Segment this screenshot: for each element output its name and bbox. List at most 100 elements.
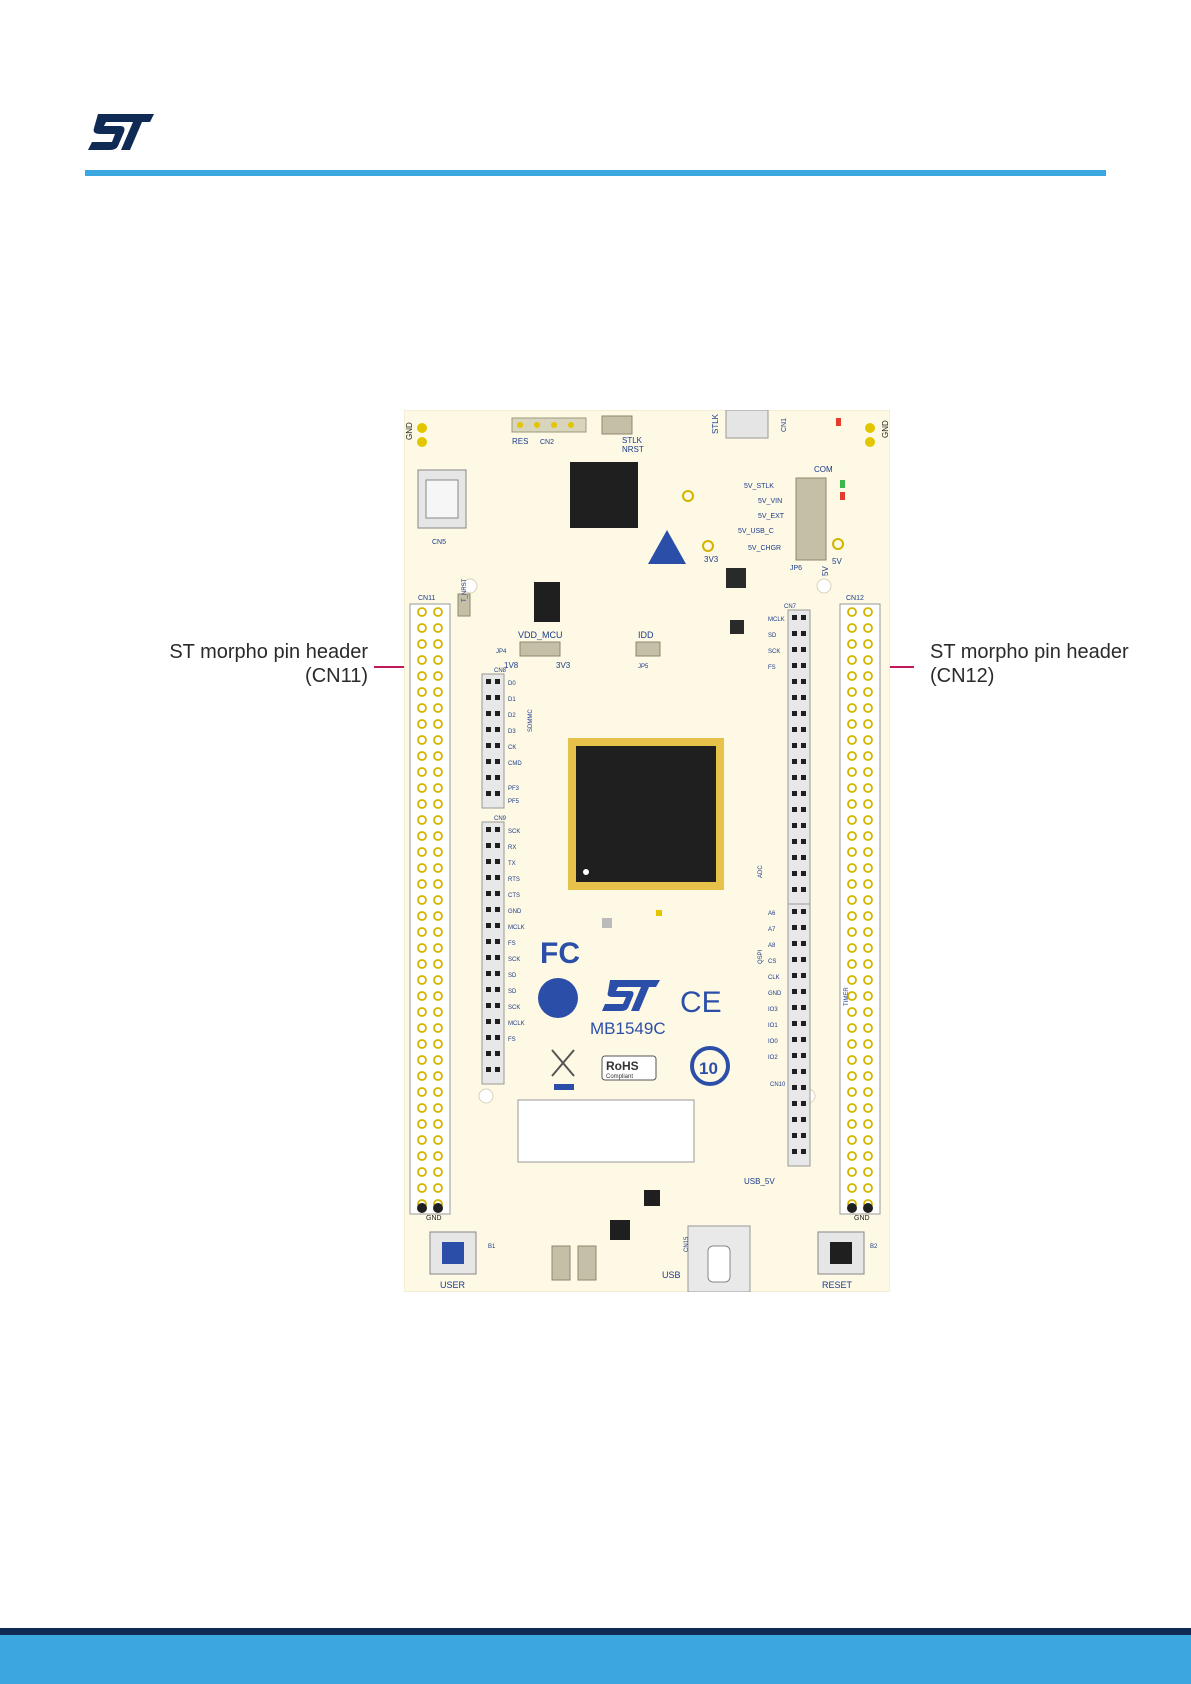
header-pin — [486, 843, 491, 848]
header-pin — [495, 987, 500, 992]
morpho-pin — [863, 943, 873, 953]
cn10-group-timer: TIMER — [844, 987, 850, 1006]
morpho-pin — [863, 1023, 873, 1033]
pin-label: MCLK — [508, 1021, 525, 1027]
morpho-pin — [433, 1055, 443, 1065]
label-5v-side: 5V — [821, 566, 830, 576]
header-pin — [801, 791, 806, 796]
morpho-pin — [847, 1055, 857, 1065]
header-pin — [792, 743, 797, 748]
morpho-pin — [863, 815, 873, 825]
pin-label: D2 — [508, 713, 516, 719]
header-pin — [495, 939, 500, 944]
pin-label: D1 — [508, 697, 516, 703]
morpho-pin — [863, 719, 873, 729]
ic-chip — [726, 568, 746, 588]
header-pin — [801, 957, 806, 962]
morpho-pin — [863, 831, 873, 841]
morpho-pin — [863, 735, 873, 745]
morpho-pin — [847, 767, 857, 777]
header-pin — [801, 855, 806, 860]
morpho-pin — [847, 1135, 857, 1145]
morpho-pin — [863, 1087, 873, 1097]
morpho-pin — [847, 1007, 857, 1017]
header-pin — [495, 743, 500, 748]
pin-label: A8 — [768, 943, 776, 949]
header-pin — [495, 1035, 500, 1040]
st-recycle-icon — [538, 978, 578, 1018]
header-pin — [792, 1085, 797, 1090]
morpho-pin — [847, 735, 857, 745]
cn8-label: CN8 — [494, 668, 507, 674]
usb-c-connector: USB CN15 — [662, 1225, 751, 1292]
jp6-power-select: COM 5V_STLK 5V_VIN 5V_EXT 5V_USB_C 5V_CH… — [738, 465, 833, 576]
header-pin — [495, 1019, 500, 1024]
gnd-pin — [433, 1203, 443, 1213]
stlink-mcu — [570, 462, 638, 528]
morpho-pin — [847, 751, 857, 761]
header-pin — [801, 871, 806, 876]
header-pin — [801, 647, 806, 652]
morpho-pin — [863, 975, 873, 985]
morpho-pin — [417, 671, 427, 681]
morpho-pin — [847, 799, 857, 809]
pin-label: SD — [508, 973, 517, 979]
morpho-pin — [863, 767, 873, 777]
header-pin — [792, 1069, 797, 1074]
morpho-pin — [863, 687, 873, 697]
jumper-bottom — [551, 1245, 571, 1281]
morpho-pin — [847, 847, 857, 857]
header-pin — [495, 727, 500, 732]
morpho-pin — [433, 975, 443, 985]
cn2-res-header: RES CN2 — [511, 417, 587, 446]
header-pin — [801, 631, 806, 636]
res-label: RES — [512, 437, 528, 446]
gnd-pin — [417, 1203, 427, 1213]
morpho-pin — [433, 1151, 443, 1161]
gnd-top-left: GND — [405, 422, 414, 440]
morpho-pin — [847, 655, 857, 665]
morpho-pin — [847, 943, 857, 953]
morpho-pin — [417, 1087, 427, 1097]
morpho-pin — [433, 911, 443, 921]
header-pin — [801, 1069, 806, 1074]
cn8-pf3: PF3 — [508, 786, 520, 792]
header-pin — [792, 1149, 797, 1154]
header-pin — [792, 775, 797, 780]
gnd-pin — [847, 1203, 857, 1213]
morpho-pin — [417, 1071, 427, 1081]
header-pin — [792, 855, 797, 860]
header-pin — [486, 1067, 491, 1072]
morpho-pin — [847, 1183, 857, 1193]
header-pin — [486, 875, 491, 880]
st-logo-s — [88, 114, 132, 150]
com-label: COM — [814, 465, 833, 474]
header-pin — [792, 1117, 797, 1122]
morpho-pin — [863, 895, 873, 905]
gnd-bottom-left: GND — [426, 1215, 442, 1222]
gnd-pad — [865, 423, 875, 433]
header-pin — [792, 839, 797, 844]
pin-label: MCLK — [508, 925, 525, 931]
jp2-jumper — [457, 593, 471, 617]
morpho-pin — [863, 847, 873, 857]
header-pin — [495, 695, 500, 700]
rohs-compliant: Compliant — [606, 1074, 633, 1080]
header-pin — [801, 615, 806, 620]
morpho-pin — [863, 783, 873, 793]
header-pin — [792, 759, 797, 764]
morpho-pin — [417, 607, 427, 617]
test-point — [832, 538, 844, 550]
pin-label: SCK — [508, 1005, 520, 1011]
morpho-pin — [847, 1119, 857, 1129]
board-model: MB1549C — [590, 1019, 666, 1038]
label-5v-usb-c: 5V_USB_C — [738, 528, 774, 535]
pin-label: SD — [768, 633, 777, 639]
morpho-pin — [433, 655, 443, 665]
cn8-side-label: SDMMC — [528, 709, 534, 732]
reset-button-b2: RESET B2 — [817, 1231, 878, 1290]
morpho-pin — [433, 1039, 443, 1049]
header-pin — [801, 1037, 806, 1042]
led — [836, 418, 841, 426]
